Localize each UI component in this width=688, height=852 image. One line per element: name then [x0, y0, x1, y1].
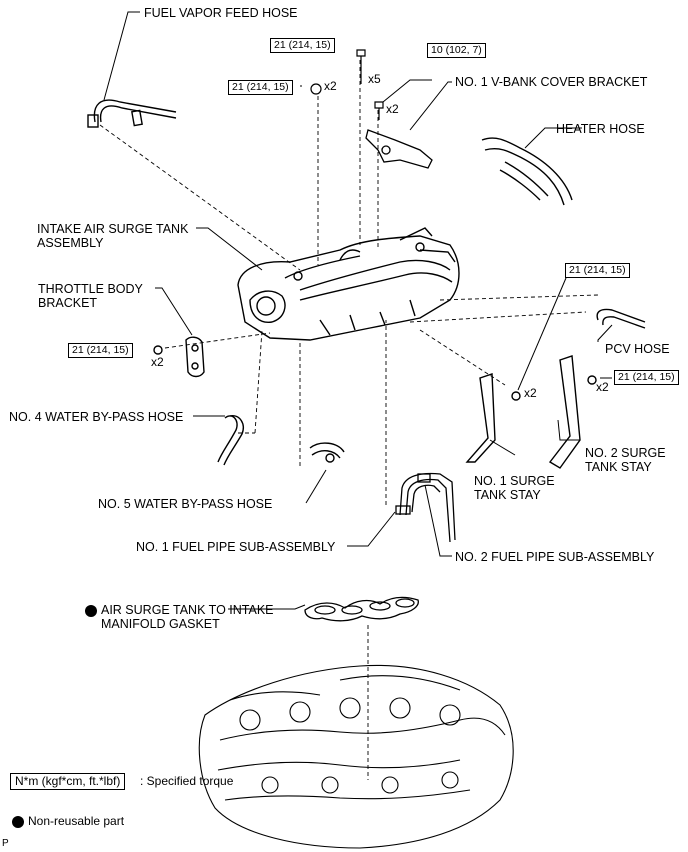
surge-tank-part: [237, 227, 460, 341]
label-heater-hose: HEATER HOSE: [556, 122, 645, 136]
legend-torque-box: N*m (kgf*cm, ft.*lbf): [10, 773, 126, 790]
multiplier-vbank-x2: x2: [386, 102, 399, 116]
torque-box-top: 21 (214, 15): [270, 38, 335, 53]
pcv-hose-part: [596, 308, 646, 329]
label-throttle-body-bracket-2: BRACKET: [38, 296, 98, 310]
label-fuel-vapor-feed-hose: FUEL VAPOR FEED HOSE: [144, 6, 298, 20]
label-pcv-hose: PCV HOSE: [605, 342, 670, 356]
legend-nonreusable-dot: [12, 816, 24, 828]
label-gasket-1: AIR SURGE TANK TO INTAKE: [101, 603, 274, 617]
bolts-top: [310, 49, 384, 120]
fuel-pipes-part: [395, 472, 456, 543]
label-throttle-body-bracket-1: THROTTLE BODY: [38, 282, 143, 296]
label-no2-fuel-pipe: NO. 2 FUEL PIPE SUB-ASSEMBLY: [455, 550, 655, 564]
label-intake-air-surge-tank-1: INTAKE AIR SURGE TANK: [37, 222, 189, 236]
nonreusable-marker-gasket: [85, 605, 97, 617]
multiplier-x5: x5: [368, 72, 381, 86]
label-no2-surge-tank-stay-1: NO. 2 SURGE: [585, 446, 666, 460]
label-no2-surge-tank-stay-2: TANK STAY: [585, 460, 652, 474]
label-no1-surge-tank-stay-2: TANK STAY: [474, 488, 541, 502]
surge-tank-stays-part: [465, 355, 597, 469]
fuel-vapor-feed-hose-part: [87, 99, 177, 128]
torque-box-top-left: 21 (214, 15): [228, 80, 293, 95]
label-gasket-2: MANIFOLD GASKET: [101, 617, 220, 631]
label-intake-air-surge-tank-2: ASSEMBLY: [37, 236, 104, 250]
leader-lines: [103, 11, 613, 610]
label-no4-water-bypass-hose: NO. 4 WATER BY-PASS HOSE: [9, 410, 184, 424]
label-no1-fuel-pipe: NO. 1 FUEL PIPE SUB-ASSEMBLY: [136, 540, 336, 554]
no5-water-bypass-hose-part: [309, 442, 345, 463]
label-no5-water-bypass-hose: NO. 5 WATER BY-PASS HOSE: [98, 497, 273, 511]
engine-block-part: [198, 664, 514, 849]
no4-water-bypass-hose-part: [217, 415, 244, 466]
gasket-part: [304, 596, 419, 622]
legend-nonreusable-text: Non-reusable part: [28, 814, 125, 828]
footer-code: P: [2, 838, 9, 849]
vbank-bracket-part: [365, 129, 433, 169]
torque-box-left-bracket: 21 (214, 15): [68, 343, 133, 358]
torque-box-right-stay: 21 (214, 15): [565, 263, 630, 278]
legend-torque-desc: : Specified torque: [140, 774, 234, 788]
multiplier-top-x2: x2: [324, 79, 337, 93]
throttle-body-bracket-part: [153, 336, 205, 378]
label-no1-vbank-cover-bracket: NO. 1 V-BANK COVER BRACKET: [455, 75, 648, 89]
heater-hose-part: [481, 137, 573, 206]
label-no1-surge-tank-stay-1: NO. 1 SURGE: [474, 474, 555, 488]
multiplier-right-x2: x2: [596, 380, 609, 394]
torque-box-right: 21 (214, 15): [614, 370, 679, 385]
multiplier-stay-x2: x2: [524, 386, 537, 400]
multiplier-left-x2: x2: [151, 355, 164, 369]
torque-box-vbank: 10 (102, 7): [427, 43, 486, 58]
dashed-guides: [99, 60, 599, 780]
